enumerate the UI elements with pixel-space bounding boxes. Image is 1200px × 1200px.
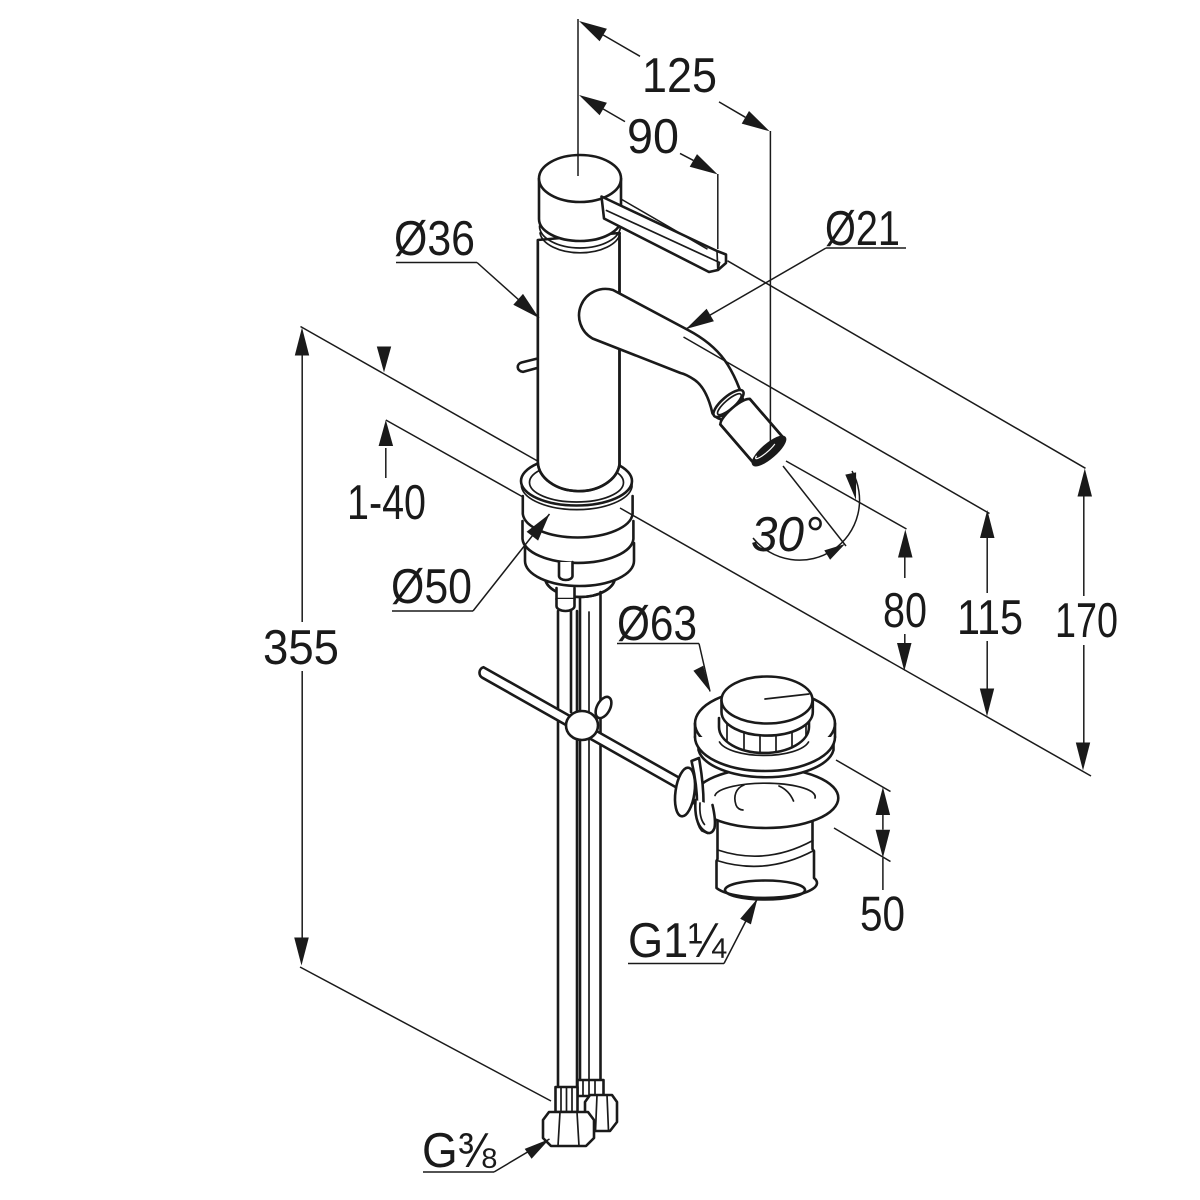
svg-text:30°: 30°	[751, 508, 823, 562]
svg-text:125: 125	[642, 49, 717, 103]
svg-text:90: 90	[627, 110, 679, 164]
svg-text:Ø63: Ø63	[617, 597, 697, 651]
svg-text:355: 355	[263, 621, 339, 675]
svg-text:50: 50	[860, 888, 905, 942]
svg-text:Ø36: Ø36	[394, 212, 475, 266]
svg-text:1-40: 1-40	[347, 476, 426, 530]
svg-text:G⅜: G⅜	[422, 1124, 496, 1178]
svg-text:Ø21: Ø21	[825, 202, 900, 256]
svg-text:G1¼: G1¼	[628, 914, 727, 968]
svg-text:80: 80	[883, 584, 927, 638]
svg-text:Ø50: Ø50	[391, 560, 472, 614]
svg-text:170: 170	[1055, 594, 1118, 648]
svg-text:115: 115	[957, 591, 1023, 645]
